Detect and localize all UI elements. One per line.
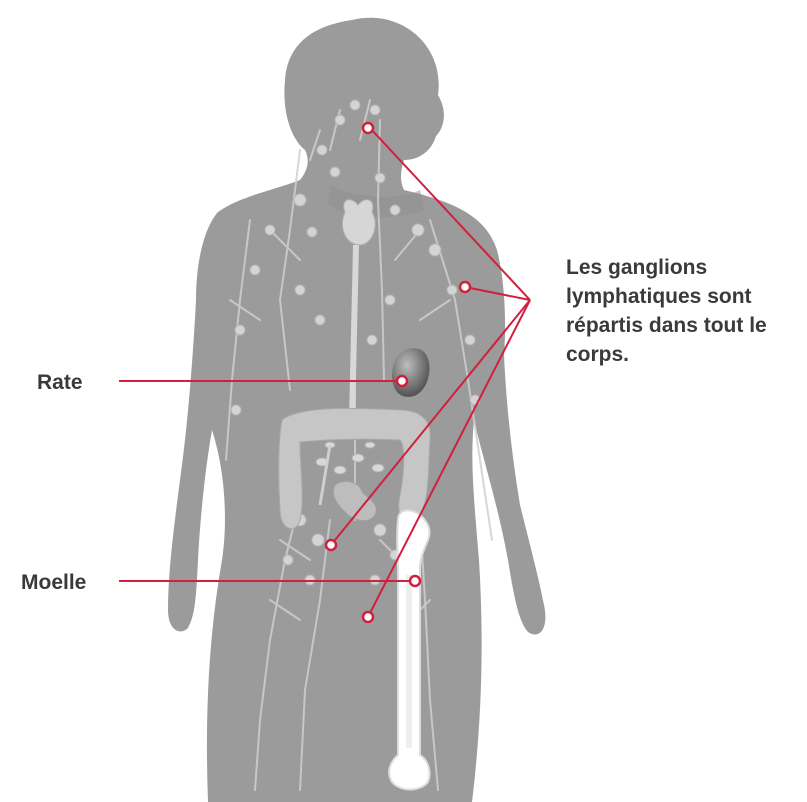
spleen-label: Rate — [37, 368, 83, 397]
lymph-nodes-label: Les ganglions lymphatiques sont répartis… — [566, 253, 806, 369]
thoracic-duct — [352, 245, 356, 420]
thymus — [342, 200, 375, 245]
marrow-label: Moelle — [21, 568, 86, 597]
